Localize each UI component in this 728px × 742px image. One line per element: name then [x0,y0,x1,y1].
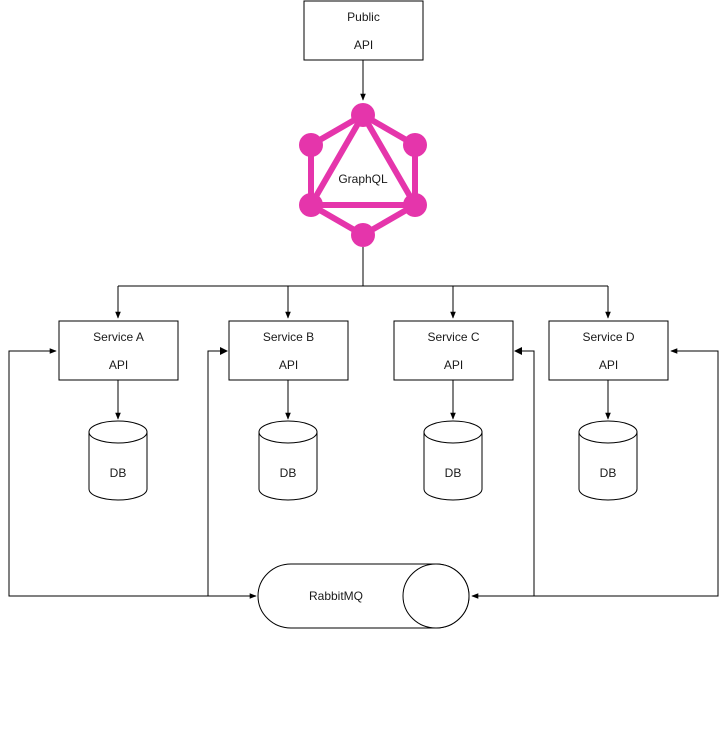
rabbitmq-label: RabbitMQ [309,589,363,603]
db-c-label: DB [445,466,462,480]
db-d-label: DB [600,466,617,480]
edge-service-b-rabbitmq [207,350,226,596]
arrowhead-service-b [220,347,228,355]
db-d-cylinder[interactable]: DB [578,420,638,501]
db-a-cylinder[interactable]: DB [88,420,148,501]
rabbitmq-queue[interactable]: RabbitMQ [257,563,470,629]
public-api-label-line1: Public [347,10,380,24]
edge-service-c-rabbitmq [516,350,535,596]
graphql-fanout [115,247,611,319]
service-d-name: Service D [582,330,634,344]
db-a-label: DB [110,466,127,480]
db-c-cylinder[interactable]: DB [423,420,483,501]
service-d-api: API [599,358,618,372]
arrowhead-service-c [514,347,522,355]
graphql-icon[interactable]: GraphQL [299,103,427,247]
service-b-name: Service B [263,330,314,344]
service-a-name: Service A [93,330,144,344]
service-c-api: API [444,358,463,372]
service-a-node[interactable]: Service A API [58,320,179,381]
service-a-api: API [109,358,128,372]
service-d-node[interactable]: Service D API [548,320,669,381]
db-b-cylinder[interactable]: DB [258,420,318,501]
service-c-node[interactable]: Service C API [393,320,514,381]
edge-service-a-rabbitmq [8,348,257,599]
public-api-label-line2: API [354,38,373,52]
db-b-label: DB [280,466,297,480]
service-c-name: Service C [427,330,479,344]
service-b-node[interactable]: Service B API [228,320,349,381]
service-b-api: API [279,358,298,372]
edge-service-d-rabbitmq [471,348,719,599]
graphql-label: GraphQL [338,172,388,186]
public-api-node[interactable]: Public API [303,0,424,61]
